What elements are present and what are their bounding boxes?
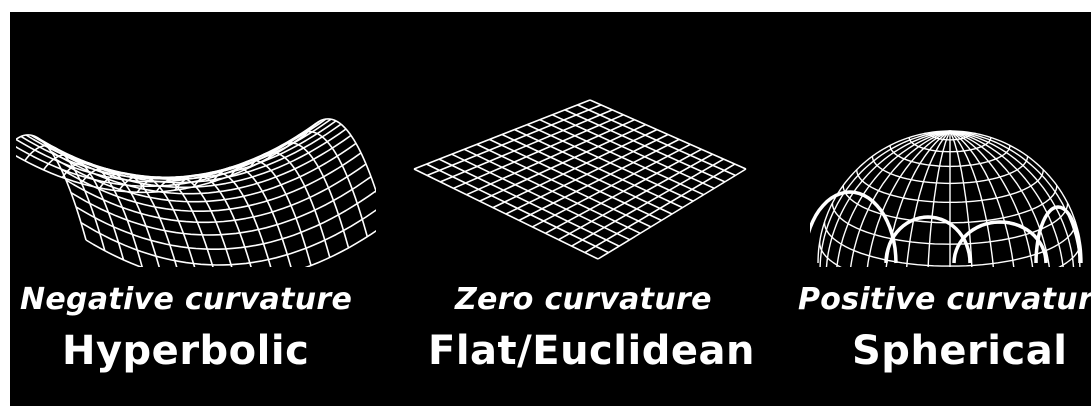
flat-euclidean-label: Flat/Euclidean [428, 328, 755, 374]
grid-line [230, 159, 312, 266]
grid-line [211, 166, 292, 267]
flat-plane-surface [413, 99, 747, 260]
grid-line [819, 130, 951, 267]
grid-line [564, 109, 726, 183]
grid-line [45, 128, 347, 189]
grid-line [871, 156, 1029, 185]
grid-line [75, 190, 376, 250]
grid-line [818, 242, 1082, 267]
positive-curvature-label: Positive curvature [798, 282, 1091, 317]
grid-line [928, 132, 972, 141]
grid-line [249, 151, 331, 258]
diagram-panel: Negative curvature Zero curvature Positi… [10, 12, 1091, 406]
grid-line [85, 230, 376, 267]
grid-line [55, 142, 357, 203]
grid-line [908, 137, 992, 153]
grid-line [50, 134, 352, 195]
negative-curvature-label: Negative curvature [20, 282, 353, 317]
grid-line [70, 176, 372, 236]
grid-line [192, 171, 272, 267]
grid-line [80, 209, 376, 266]
grid-line [577, 104, 736, 177]
grid-line [949, 130, 1081, 267]
grid-line [571, 158, 725, 247]
grid-line [267, 141, 350, 249]
grid-line [526, 123, 694, 202]
grid-line [531, 143, 691, 228]
grid-line [305, 118, 376, 194]
great-circle-arc [1034, 205, 1082, 264]
grid-line [514, 128, 683, 209]
great-circle-arc [810, 190, 898, 264]
grid-line [949, 130, 1083, 264]
grid-line [551, 114, 715, 190]
grid-line [889, 145, 1011, 168]
grid-line [545, 148, 702, 235]
spherical-dome-surface [810, 130, 1083, 267]
spherical-label: Spherical [852, 328, 1068, 374]
zero-curvature-label: Zero curvature [455, 282, 712, 317]
grid-line [558, 153, 713, 241]
grid-line [505, 133, 669, 215]
hyperbolic-label: Hyperbolic [62, 328, 310, 374]
grid-line [16, 134, 87, 241]
grid-line [24, 144, 106, 251]
grid-line [174, 174, 252, 267]
grid-line [40, 123, 342, 184]
hyperbolic-saddle-surface [16, 118, 376, 267]
grid-line [60, 152, 362, 212]
grid-line [518, 138, 680, 222]
grid-line [584, 163, 736, 254]
grid-line [856, 169, 1044, 204]
grid-line [65, 163, 367, 224]
grid-line [597, 168, 747, 260]
grid-line [823, 222, 1077, 267]
great-circle-arc [952, 220, 1048, 264]
grid-line [831, 203, 1069, 245]
grid-line [286, 130, 369, 237]
grid-line [589, 99, 747, 170]
great-circle-arc [884, 215, 972, 264]
grid-line [539, 118, 705, 196]
